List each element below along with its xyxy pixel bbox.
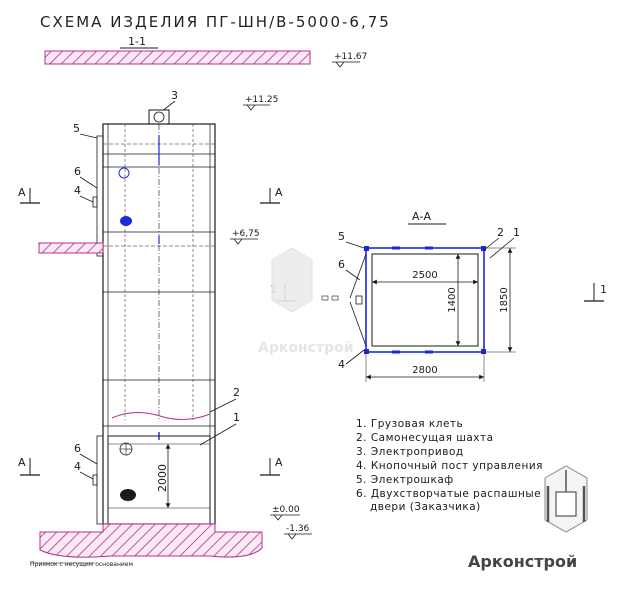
svg-text:6: 6 xyxy=(74,442,81,455)
svg-text:1850: 1850 xyxy=(499,287,510,312)
callout-3: 3 xyxy=(160,89,178,113)
svg-text:2800: 2800 xyxy=(412,365,437,376)
upper-control-cabinet xyxy=(118,167,132,226)
svg-text:2000: 2000 xyxy=(156,464,169,492)
brand-name: Арконстрой xyxy=(468,552,577,571)
legend: 1. Грузовая клеть 2. Самонесущая шахта 3… xyxy=(356,418,543,513)
legend-item-6-cont: двери (Заказчика) xyxy=(370,501,481,513)
legend-item-5: 5. Электрошкаф xyxy=(356,474,454,486)
svg-text:-1.36: -1.36 xyxy=(286,524,310,534)
electric-drive xyxy=(148,109,170,125)
level-ground: ±0.00 xyxy=(270,505,300,521)
ceiling-slab xyxy=(44,50,311,65)
legend-item-3: 3. Электропривод xyxy=(356,446,464,458)
plan-callout-2: 2 xyxy=(483,226,504,251)
callout-6-lower: 6 xyxy=(74,442,98,465)
lower-door-frame xyxy=(92,435,104,525)
dimension-plan-outer-width: 2800 xyxy=(365,352,485,382)
section-marker-a-lower-left: А xyxy=(18,456,40,476)
svg-text:5: 5 xyxy=(338,230,345,243)
callout-6-upper: 6 xyxy=(74,165,98,189)
legend-item-2: 2. Самонесущая шахта xyxy=(356,432,494,444)
drawing-title: СХЕМА ИЗДЕЛИЯ ПГ-ШН/В-5000-6,75 xyxy=(40,13,391,31)
svg-text:1400: 1400 xyxy=(447,287,458,312)
svg-text:А: А xyxy=(18,456,26,469)
section-a-a-label: А-А xyxy=(412,210,431,223)
lower-control-cabinet xyxy=(119,442,136,501)
svg-text:2: 2 xyxy=(497,226,504,239)
dimension-plan-outer-depth: 1850 xyxy=(484,247,516,353)
callout-1: 1 xyxy=(199,411,240,446)
svg-text:6: 6 xyxy=(74,165,81,178)
svg-text:2500: 2500 xyxy=(412,270,437,281)
plan-callout-6: 6 xyxy=(338,258,361,281)
floor-slab xyxy=(38,242,104,254)
plan-callout-1: 1 xyxy=(489,226,520,259)
section-marker-a-upper-right: А xyxy=(260,186,283,204)
level-pit: -1.36 xyxy=(284,524,312,540)
callout-4-lower: 4 xyxy=(74,460,94,480)
svg-text:1: 1 xyxy=(513,226,520,239)
level-top: +11.67 xyxy=(332,52,367,68)
plan-entry xyxy=(321,295,339,301)
svg-text:4: 4 xyxy=(74,460,81,473)
level-floor: +6,75 xyxy=(230,229,260,245)
section-marker-1-right: 1 xyxy=(584,283,607,302)
dimension-plan-inner-depth: 1400 xyxy=(447,254,461,346)
svg-text:4: 4 xyxy=(338,358,345,371)
upper-door-frame xyxy=(92,135,104,257)
watermark: Арконстрой xyxy=(258,247,354,356)
dimension-cabin-height: 2000 xyxy=(156,444,171,508)
legend-item-4: 4. Кнопочный пост управления xyxy=(356,460,543,472)
svg-text:1: 1 xyxy=(600,283,607,296)
legend-item-6: 6. Двухстворчатые распашные xyxy=(356,488,541,500)
svg-text:+11.67: +11.67 xyxy=(334,52,367,62)
svg-text:А: А xyxy=(275,186,283,199)
callout-5-upper: 5 xyxy=(73,122,98,139)
svg-text:±0.00: ±0.00 xyxy=(272,505,300,515)
callout-4-upper: 4 xyxy=(74,184,94,203)
svg-text:4: 4 xyxy=(74,184,81,197)
svg-text:А: А xyxy=(275,456,283,469)
svg-text:3: 3 xyxy=(171,89,178,102)
svg-text:5: 5 xyxy=(73,122,80,135)
dimension-plan-inner-width: 2500 xyxy=(372,270,478,285)
svg-text:+11.25: +11.25 xyxy=(245,95,278,105)
plan-shaft-outline xyxy=(364,246,486,354)
section-marker-a-upper-left: А xyxy=(18,186,40,204)
plan-doors xyxy=(349,253,367,347)
svg-text:2: 2 xyxy=(233,386,240,399)
self-supporting-shaft xyxy=(102,123,216,525)
brand-logo-icon xyxy=(544,465,588,533)
ground-pit xyxy=(39,523,263,558)
plan-callout-4: 4 xyxy=(338,349,365,371)
svg-text:Арконстрой: Арконстрой xyxy=(258,340,354,356)
pit-note: Приямок с несущим основанием xyxy=(30,561,133,568)
svg-text:Приямок с несущим основанием: Приямок с несущим основанием xyxy=(30,561,133,568)
plan-callout-5: 5 xyxy=(338,230,365,249)
section-1-1-label: 1-1 xyxy=(128,35,146,48)
section-marker-a-lower-right: А xyxy=(260,456,283,476)
svg-text:А: А xyxy=(18,186,26,199)
svg-text:6: 6 xyxy=(338,258,345,271)
svg-text:+6,75: +6,75 xyxy=(232,229,260,239)
level-mid-top: +11.25 xyxy=(243,95,278,111)
svg-text:1: 1 xyxy=(233,411,240,424)
legend-item-1: 1. Грузовая клеть xyxy=(356,418,463,430)
callout-2: 2 xyxy=(209,386,240,413)
